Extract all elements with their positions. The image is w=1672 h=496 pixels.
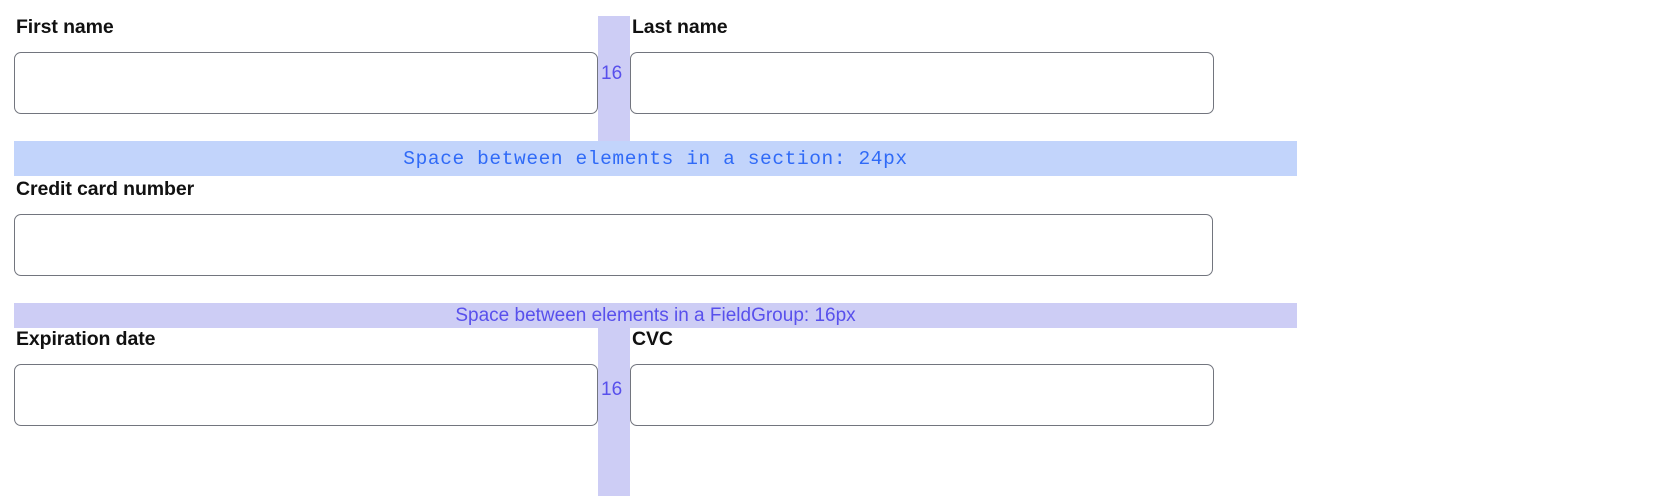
label-last-name: Last name [632,16,728,38]
label-expiration-date: Expiration date [16,328,156,350]
column-gap-highlight-name-row [598,16,630,141]
input-first-name[interactable] [14,52,598,114]
label-credit-card-number: Credit card number [16,178,195,200]
label-first-name: First name [16,16,114,38]
field-cvc: CVC [630,328,1214,426]
card-row: Credit card number [0,178,1297,276]
input-expiration-date[interactable] [14,364,598,426]
payment-form: 16 16 First name Last name Space between… [0,16,1297,496]
fieldgroup-gap-annotation: Space between elements in a FieldGroup: … [14,303,1297,328]
section-gap-annotation: Space between elements in a section: 24p… [14,141,1297,176]
column-gap-label-expiry-row: 16 [601,379,623,400]
input-credit-card-number[interactable] [14,214,1213,276]
field-credit-card-number: Credit card number [14,178,1213,276]
label-cvc: CVC [632,328,673,350]
column-gap-label-name-row: 16 [601,63,623,84]
expiry-row: Expiration date CVC [0,328,1297,426]
input-last-name[interactable] [630,52,1214,114]
field-first-name: First name [14,16,598,114]
field-expiration-date: Expiration date [14,328,598,426]
name-row: First name Last name [0,16,1297,114]
input-cvc[interactable] [630,364,1214,426]
column-gap-highlight-expiry-row [598,328,630,496]
field-last-name: Last name [630,16,1214,114]
